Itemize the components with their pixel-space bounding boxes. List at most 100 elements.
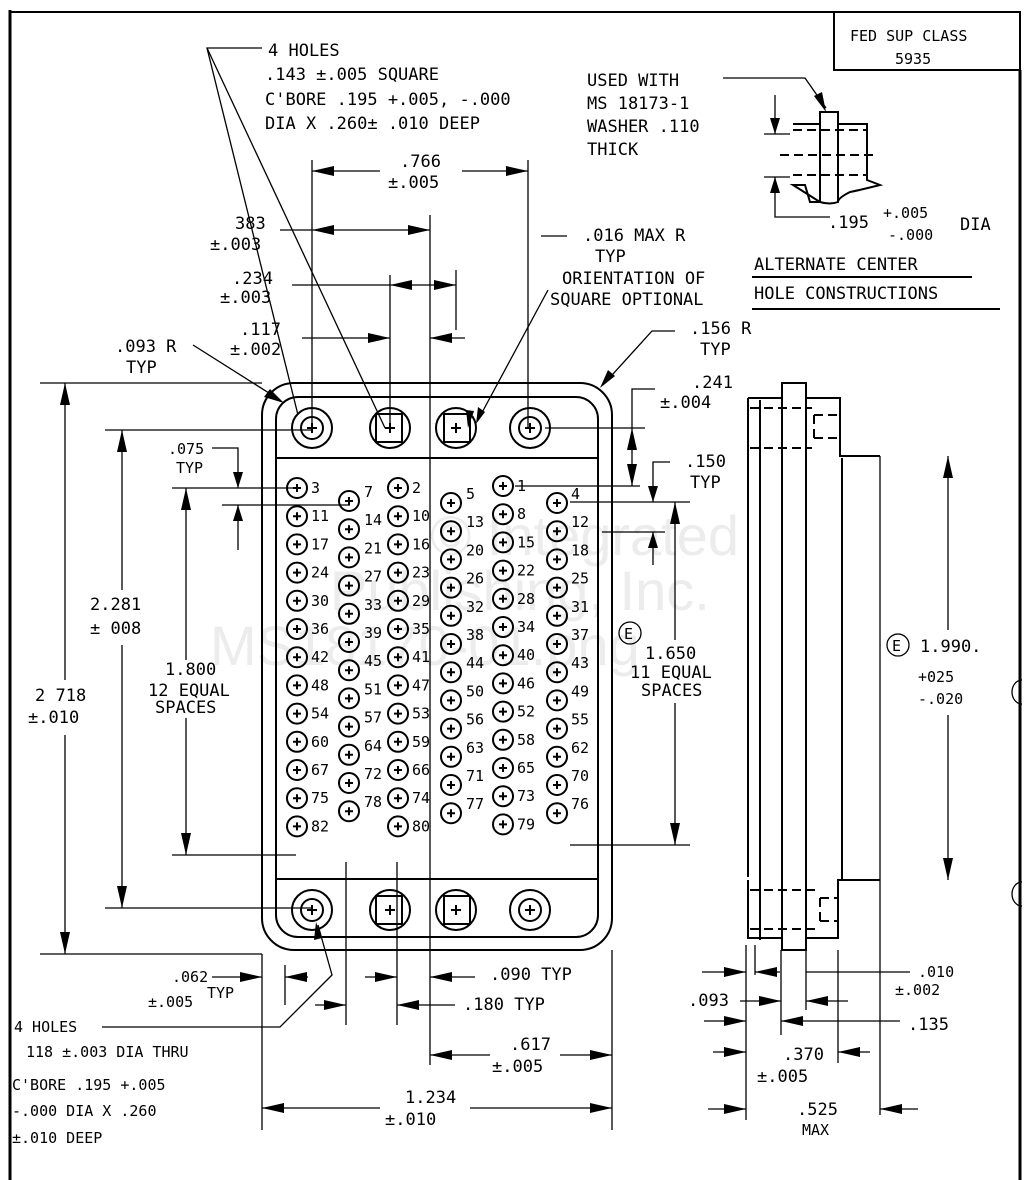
dim-062: .062 [172,968,208,986]
dim-1234: 1.234 [405,1088,456,1108]
pin-number: 46 [517,674,535,692]
pin-hole [546,604,568,627]
pin-13: 13 [440,513,484,543]
crosshair-icon [345,722,353,731]
pin-7: 7 [338,483,373,512]
pin-32: 32 [440,598,484,627]
crosshair-icon [553,696,561,705]
pin-hole [286,505,308,528]
pin-number: 66 [412,761,430,779]
pin-number: 21 [364,539,382,557]
pin-number: 16 [412,535,430,553]
dim-1650-note2: SPACES [641,681,702,701]
pin-hole [338,659,360,682]
pin-26: 26 [440,570,484,599]
top-dimensions: .766 ±.005 383 ±.003 .234 ±.003 .117 ±.0… [115,152,752,980]
dim-010: .010 [918,963,954,981]
pin-hole [286,561,308,584]
pin-number: 39 [364,624,382,642]
pin-hole [546,745,568,768]
pin-hole [492,785,514,808]
dim-2718-tol: ±.010 [28,708,79,728]
crosshair-icon [553,668,561,677]
pin-24: 24 [286,561,329,584]
pin-number: 40 [517,646,535,664]
pin-number: 41 [412,648,430,666]
dim-241: .241 [692,373,733,393]
pin-37: 37 [546,626,589,655]
pin-hole [440,576,462,599]
dim-383-tol: ±.003 [210,235,261,255]
left-dimensions: 2 718 ±.010 2.281 ± 008 1.800 12 EQUAL S… [28,382,350,955]
dim-234: .234 [232,269,273,289]
pin-53: 53 [387,702,430,725]
connector-side-view: E 1.990. +025 -.020 [747,382,1023,1115]
pin-number: 29 [412,592,430,610]
pin-number: 24 [311,564,329,582]
pin-number: 2 [412,479,421,497]
pin-78: 78 [338,793,382,823]
dim-062-tol: ±.005 [148,993,193,1011]
pin-hole [338,602,360,625]
pin-63: 63 [440,739,484,768]
pin-hole [338,715,360,738]
dim-1800-note2: SPACES [155,698,216,718]
pin-hole [338,490,360,512]
pin-75: 75 [286,787,329,810]
pin-hole [440,548,462,571]
crosshair-icon [345,750,353,759]
pin-number: 13 [466,513,484,531]
pin-hole [387,815,409,838]
dim-1990-e: E [892,637,901,655]
crosshair-icon [447,555,455,564]
note-line: USED WITH [587,71,679,91]
note-line: MS 18173-1 [587,94,689,114]
crosshair-icon [394,681,402,690]
pin-hole [492,531,514,554]
pin-number: 27 [364,568,382,586]
pin-hole [387,759,409,781]
pin-14: 14 [338,511,382,541]
pin-hole [387,477,409,499]
crosshair-icon [293,596,301,605]
crosshair-icon [345,553,353,562]
pin-hole [440,802,462,825]
pin-number: 60 [311,733,329,751]
pin-hole [387,730,409,753]
crosshair-icon [499,594,507,603]
crosshair-icon [394,625,402,633]
note-line: THICK [587,140,639,160]
pin-49: 49 [546,682,589,712]
pin-number: 12 [571,513,589,531]
dim-117-tol: ±.002 [230,340,281,360]
pin-hole [387,561,409,584]
crosshair-icon [447,527,455,536]
pin-82: 82 [286,815,329,838]
pin-66: 66 [387,759,430,781]
dim-1990-minus: -.020 [918,690,963,708]
pin-number: 82 [311,817,329,835]
dim-093r-typ: TYP [126,358,157,378]
pin-number: 11 [311,507,329,525]
pin-hole [546,520,568,543]
crosshair-icon [447,781,455,789]
pin-number: 34 [517,618,535,636]
dim-766-tol: ±.005 [388,173,439,193]
crosshair-icon [394,568,402,577]
dim-010-tol: ±.002 [895,981,940,999]
crosshair-icon [293,822,301,831]
pin-number: 56 [466,711,484,729]
pin-hole [546,576,568,599]
pin-27: 27 [338,568,382,597]
side-dimensions: .010 ±.002 .093 .135 .370 ±.005 .525 MAX [688,945,954,1139]
pin-hole [387,618,409,640]
pin-hole [546,633,568,655]
pin-number: 49 [571,682,589,700]
pin-hole [546,492,568,514]
pin-hole [338,772,360,794]
note-line: 4 HOLES [14,1018,77,1036]
crosshair-icon [345,779,353,787]
pin-number: 54 [311,705,329,723]
crosshair-icon [394,540,402,549]
